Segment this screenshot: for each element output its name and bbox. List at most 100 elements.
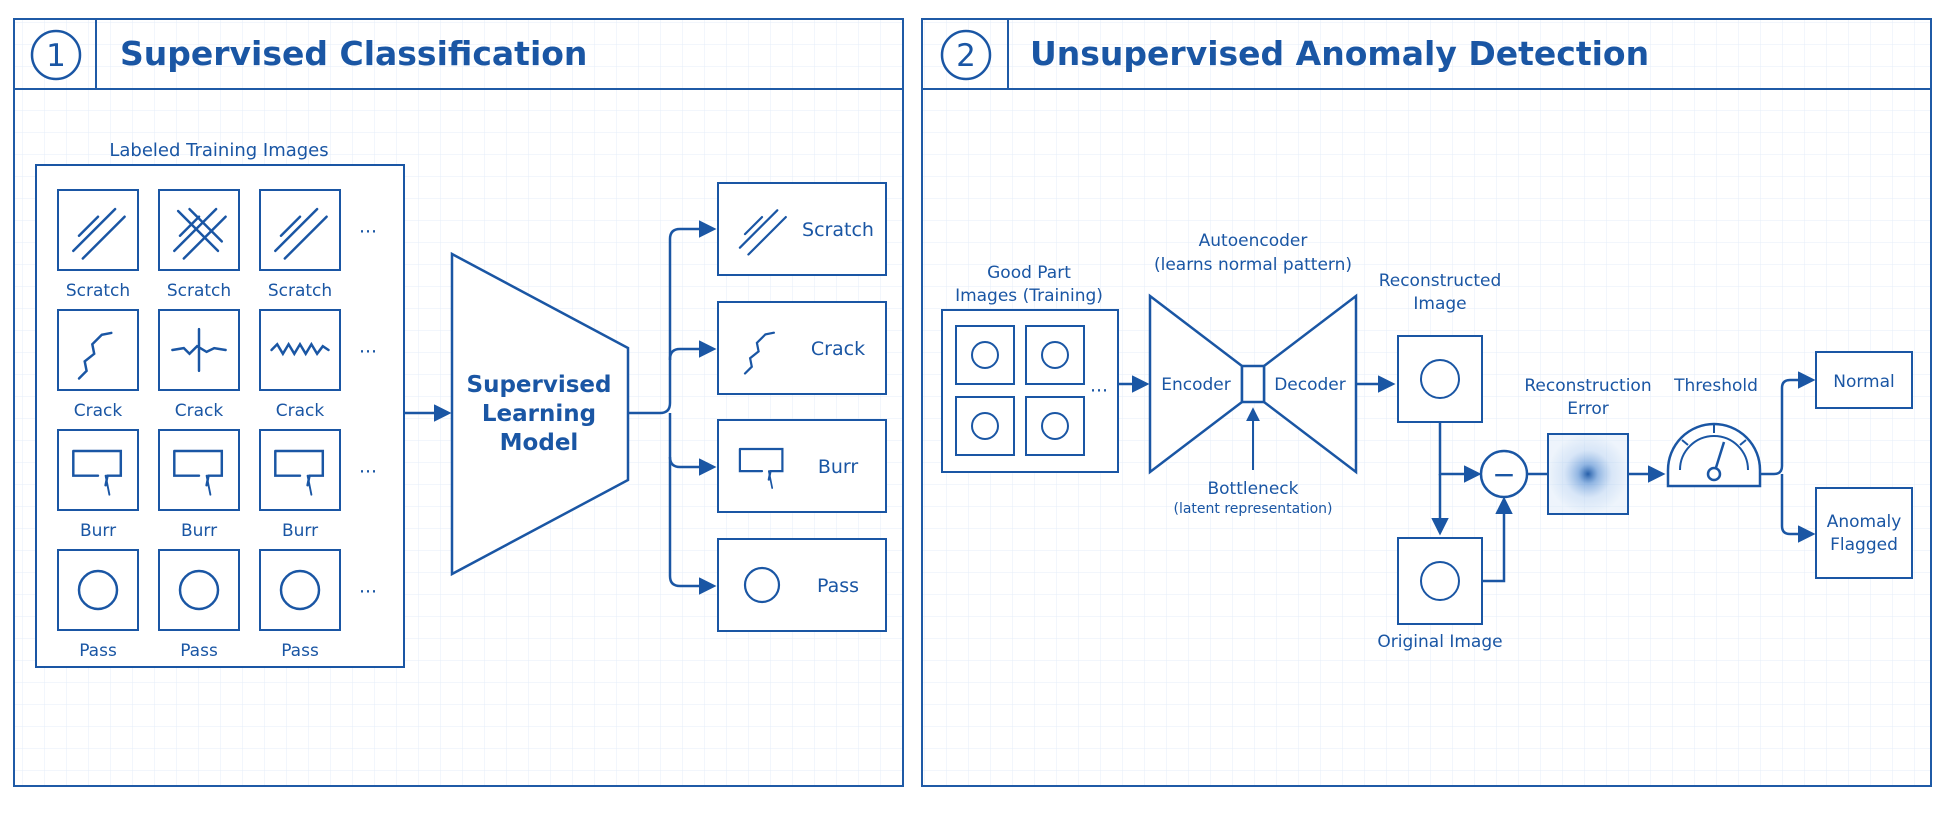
decoder-label: Decoder <box>1274 375 1346 395</box>
bottleneck-label: Bottleneck <box>1207 479 1298 499</box>
circle-icon <box>279 569 321 611</box>
circle-icon <box>178 569 220 611</box>
circle-icon <box>971 412 999 440</box>
circle-icon <box>1041 341 1069 369</box>
circle-icon <box>1420 561 1460 601</box>
reconstructed-image-box <box>1397 335 1483 423</box>
anomaly-label-line-1: Anomaly <box>1827 512 1902 532</box>
scratch-icon <box>738 209 787 256</box>
output-class-label: Burr <box>818 456 859 478</box>
good-parts-label-line-1: Good Part <box>987 263 1071 283</box>
output-class-label: Pass <box>817 575 859 597</box>
good-part-thumb <box>955 325 1015 385</box>
burr-icon <box>173 449 224 496</box>
threshold-label: Threshold <box>1673 376 1758 396</box>
circle-icon <box>77 569 119 611</box>
training-thumbnail-label: Crack <box>74 401 123 421</box>
model-label-line-2: Learning <box>482 401 596 427</box>
training-thumbnail-label: Burr <box>282 521 318 541</box>
good-part-thumb <box>1025 325 1085 385</box>
training-thumbnail: Crack <box>158 309 240 421</box>
error-label-line-1: Reconstruction <box>1524 376 1651 396</box>
original-image-label: Original Image <box>1377 632 1502 652</box>
normal-label: Normal <box>1833 372 1895 392</box>
training-thumbnail-label: Pass <box>79 641 117 661</box>
training-header: Labeled Training Images <box>109 140 328 161</box>
threshold-gauge-icon <box>1666 422 1762 488</box>
circle-icon <box>1041 412 1069 440</box>
training-thumbnail: Scratch <box>57 189 139 301</box>
latent-label: (latent representation) <box>1174 501 1333 517</box>
burr-icon <box>738 447 784 489</box>
training-thumbnail-label: Crack <box>276 401 325 421</box>
training-thumbnail: Burr <box>259 429 341 541</box>
anomaly-label-line-2: Flagged <box>1830 535 1898 555</box>
model-label-line-3: Model <box>500 430 579 456</box>
crack-icon <box>270 341 330 357</box>
autoencoder-sublabel: (learns normal pattern) <box>1154 255 1352 275</box>
anomaly-result-box <box>1815 487 1913 579</box>
circle-icon <box>743 566 781 604</box>
bottleneck-shape <box>1240 364 1266 404</box>
output-class-label: Crack <box>811 338 865 360</box>
supervised-model-shape <box>450 251 630 577</box>
subtract-connectors <box>1431 422 1513 583</box>
training-thumbnail-label: Scratch <box>268 281 332 301</box>
circle-icon <box>971 341 999 369</box>
training-thumbnail-label: Burr <box>181 521 217 541</box>
model-label-line-1: Supervised <box>467 372 612 398</box>
scratch-icon <box>173 207 227 260</box>
output-class-box: Pass <box>717 538 887 632</box>
training-thumbnail-label: Pass <box>180 641 218 661</box>
row-ellipsis: ··· <box>359 341 377 363</box>
panel-1-number-badge <box>30 29 82 81</box>
burr-icon <box>72 449 123 496</box>
training-thumbnail: Pass <box>158 549 240 661</box>
decision-arrows <box>1760 371 1816 543</box>
error-label-line-2: Error <box>1567 399 1608 419</box>
original-image-box <box>1397 537 1483 625</box>
circle-icon <box>1420 359 1460 399</box>
good-part-thumb <box>1025 396 1085 456</box>
panel-1-number: 1 <box>46 38 66 74</box>
panel-2-number: 2 <box>956 38 976 74</box>
training-thumbnail: Scratch <box>259 189 341 301</box>
training-thumbnail-label: Pass <box>281 641 319 661</box>
good-parts-ellipsis: ··· <box>1090 380 1108 402</box>
burr-icon <box>274 449 325 496</box>
panel-unsupervised: 2 Unsupervised Anomaly Detection Good Pa… <box>921 18 1932 787</box>
scratch-icon <box>274 207 328 260</box>
panel-2-title: Unsupervised Anomaly Detection <box>1030 34 1649 73</box>
output-class-box: Scratch <box>717 182 887 276</box>
good-parts-label-line-2: Images (Training) <box>955 286 1103 306</box>
encoder-label: Encoder <box>1161 375 1231 395</box>
row-ellipsis: ··· <box>359 461 377 483</box>
crack-icon <box>77 331 113 380</box>
training-thumbnail: Pass <box>57 549 139 661</box>
good-part-thumb <box>955 396 1015 456</box>
output-class-box: Crack <box>717 301 887 395</box>
row-ellipsis: ··· <box>359 581 377 603</box>
scratch-icon <box>72 207 126 260</box>
training-thumbnail: Pass <box>259 549 341 661</box>
training-thumbnail-label: Crack <box>175 401 224 421</box>
row-ellipsis: ··· <box>359 221 377 243</box>
reconstructed-label-line-2: Image <box>1413 294 1466 314</box>
training-thumbnail: Burr <box>57 429 139 541</box>
normal-result-box <box>1815 351 1913 409</box>
crack-icon <box>743 331 776 375</box>
output-class-box: Burr <box>717 419 887 513</box>
crack-icon <box>171 327 227 373</box>
output-class-label: Scratch <box>802 219 874 241</box>
reconstruction-error-map <box>1547 433 1629 515</box>
training-thumbnail: Crack <box>57 309 139 421</box>
training-thumbnail-label: Scratch <box>167 281 231 301</box>
training-thumbnail-label: Burr <box>80 521 116 541</box>
panel-supervised: 1 Supervised Classification Labeled Trai… <box>13 18 904 787</box>
output-branch-arrows <box>628 220 717 595</box>
minus-sign: − <box>1492 458 1515 491</box>
training-thumbnail: Burr <box>158 429 240 541</box>
